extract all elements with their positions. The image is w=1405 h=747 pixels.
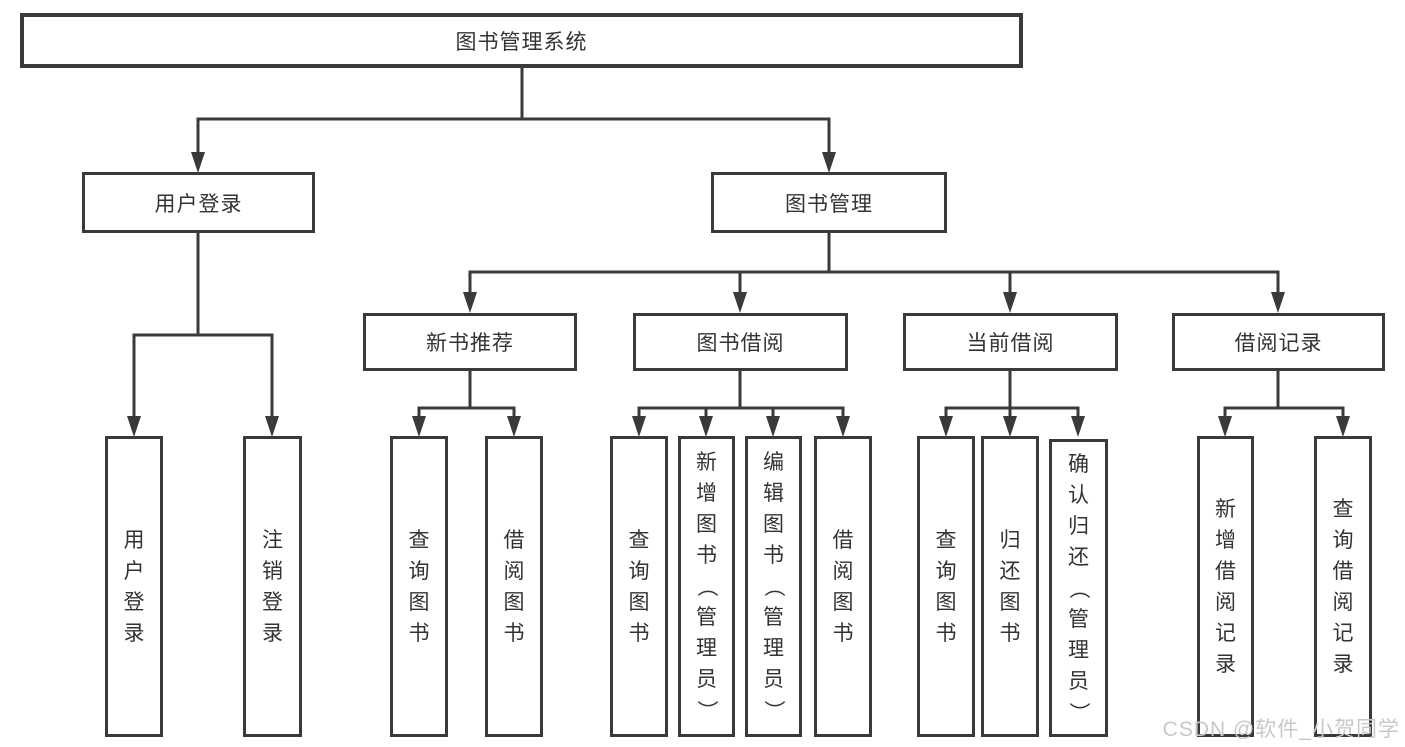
leaf-edit-book-admin: 编辑图书（管理员）: [745, 436, 802, 737]
node-user-login: 用户登录: [82, 172, 315, 233]
leaf-query-borrow-record: 查询借阅记录: [1314, 436, 1372, 737]
arrowhead: [822, 152, 836, 173]
leaf-borrow-books: 借阅图书: [814, 436, 872, 737]
arrowhead: [1336, 416, 1350, 437]
arrowhead: [836, 416, 850, 437]
arrowhead: [1003, 416, 1017, 437]
watermark: CSDN @软件_小贺同学: [1162, 718, 1400, 741]
leaf-return-book: 归还图书: [981, 436, 1039, 737]
arrowhead: [1003, 292, 1017, 313]
leaf-borrow-books-recommend: 借阅图书: [485, 436, 543, 737]
leaf-query-books-borrow: 查询图书: [610, 436, 668, 737]
node-book-management: 图书管理: [711, 172, 947, 233]
arrowhead: [265, 416, 279, 437]
arrowhead: [939, 416, 953, 437]
arrowhead: [733, 292, 747, 313]
node-book-borrow: 图书借阅: [633, 313, 848, 371]
node-new-book-recommend: 新书推荐: [363, 313, 577, 371]
arrowhead: [632, 416, 646, 437]
arrowhead: [463, 292, 477, 313]
arrowhead: [1071, 416, 1085, 437]
leaf-logout: 注销登录: [243, 436, 302, 737]
leaf-add-book-admin: 新增图书（管理员）: [678, 436, 735, 737]
arrowhead: [699, 416, 713, 437]
arrowhead: [127, 416, 141, 437]
node-root: 图书管理系统: [20, 13, 1023, 68]
arrowhead: [1271, 292, 1285, 313]
arrowhead: [507, 416, 521, 437]
leaf-user-login: 用户登录: [105, 436, 163, 737]
leaf-query-books-recommend: 查询图书: [390, 436, 448, 737]
leaf-confirm-return-admin: 确认归还（管理员）: [1049, 439, 1108, 737]
leaf-query-books-current: 查询图书: [917, 436, 975, 737]
arrowhead: [766, 416, 780, 437]
tree-edges: [132, 66, 1345, 421]
node-current-borrow: 当前借阅: [903, 313, 1118, 371]
leaf-add-borrow-record: 新增借阅记录: [1197, 436, 1254, 737]
arrowhead: [191, 152, 205, 173]
arrowhead: [412, 416, 426, 437]
arrowhead: [1218, 416, 1232, 437]
node-borrow-records: 借阅记录: [1172, 313, 1385, 371]
